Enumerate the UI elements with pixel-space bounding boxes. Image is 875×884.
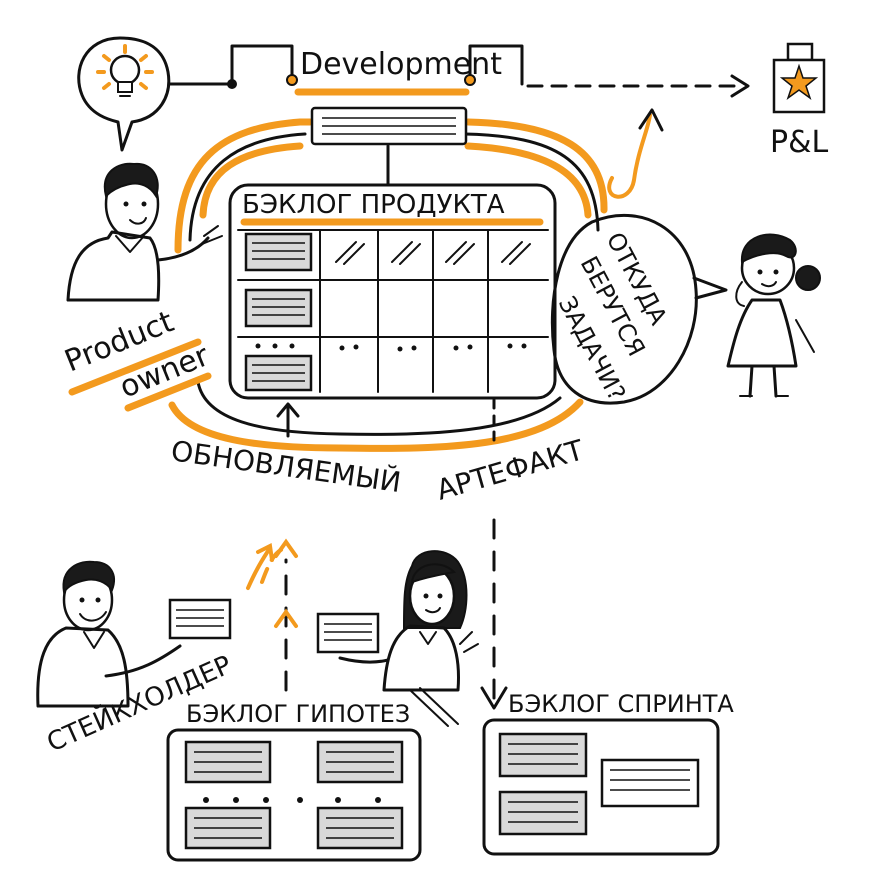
stakeholder-person [36,560,182,708]
hypothesis-backlog-title: БЭКЛОГ ГИПОТЕЗ [186,700,410,728]
girl-person [726,233,821,398]
board-cards [244,232,313,392]
sprint-backlog-title: БЭКЛОГ СПРИНТА [508,690,734,718]
product-owner-person [66,162,223,302]
star-icon [779,63,819,100]
lightbulb-thought-bubble [77,36,171,152]
lightbulb-icon [96,44,154,97]
hypothesis-cards [184,740,404,850]
woman-person [338,550,479,692]
product-backlog-title: БЭКЛОГ ПРОДУКТА [242,190,505,220]
pl-bottle: P&L [770,42,828,160]
sprint-cards [498,732,700,836]
pl-label: P&L [770,125,828,160]
